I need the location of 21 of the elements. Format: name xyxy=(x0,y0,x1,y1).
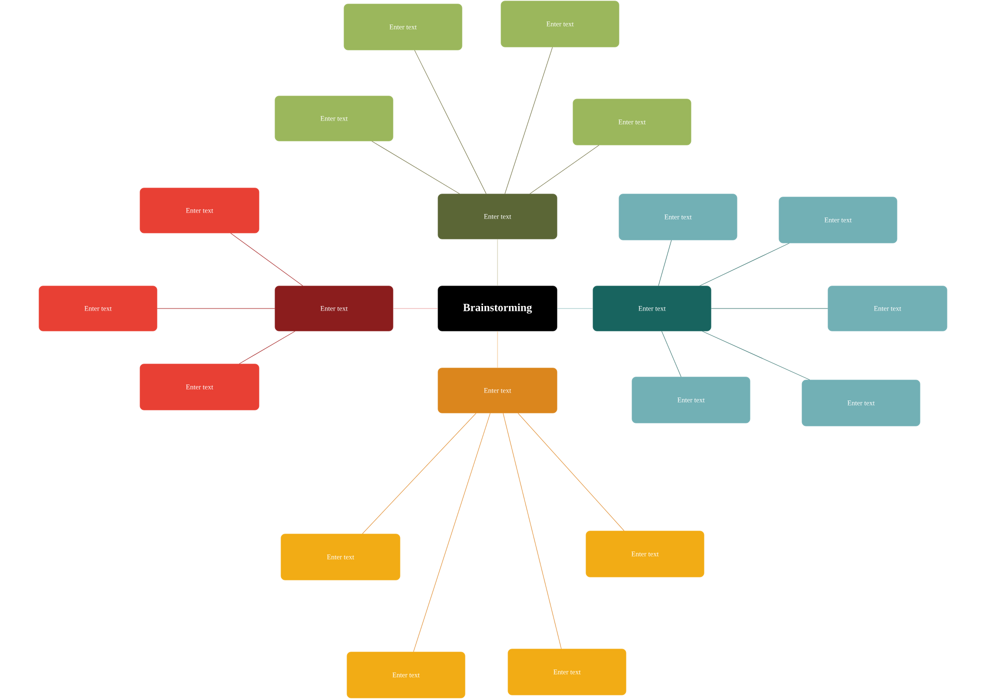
connector-line xyxy=(661,330,682,378)
connector-line xyxy=(504,46,553,194)
connector-line xyxy=(530,144,600,194)
central-topic-box: Brainstorming xyxy=(438,286,558,332)
connector-line xyxy=(414,50,486,194)
connector-line xyxy=(156,308,276,309)
connector-line xyxy=(497,330,498,368)
connector-line xyxy=(702,330,810,380)
connector-line xyxy=(497,238,498,286)
connector-line xyxy=(502,412,562,650)
connector-line xyxy=(238,330,296,364)
connector-line xyxy=(362,412,476,534)
connector-line xyxy=(392,308,438,309)
connector-line xyxy=(699,242,790,286)
connector-line xyxy=(518,412,624,532)
connector-line xyxy=(230,232,304,286)
connector-line xyxy=(556,308,594,309)
connector-line xyxy=(413,412,490,652)
connector-line xyxy=(710,308,828,309)
connector-line xyxy=(658,240,672,286)
connector-line xyxy=(372,140,460,194)
